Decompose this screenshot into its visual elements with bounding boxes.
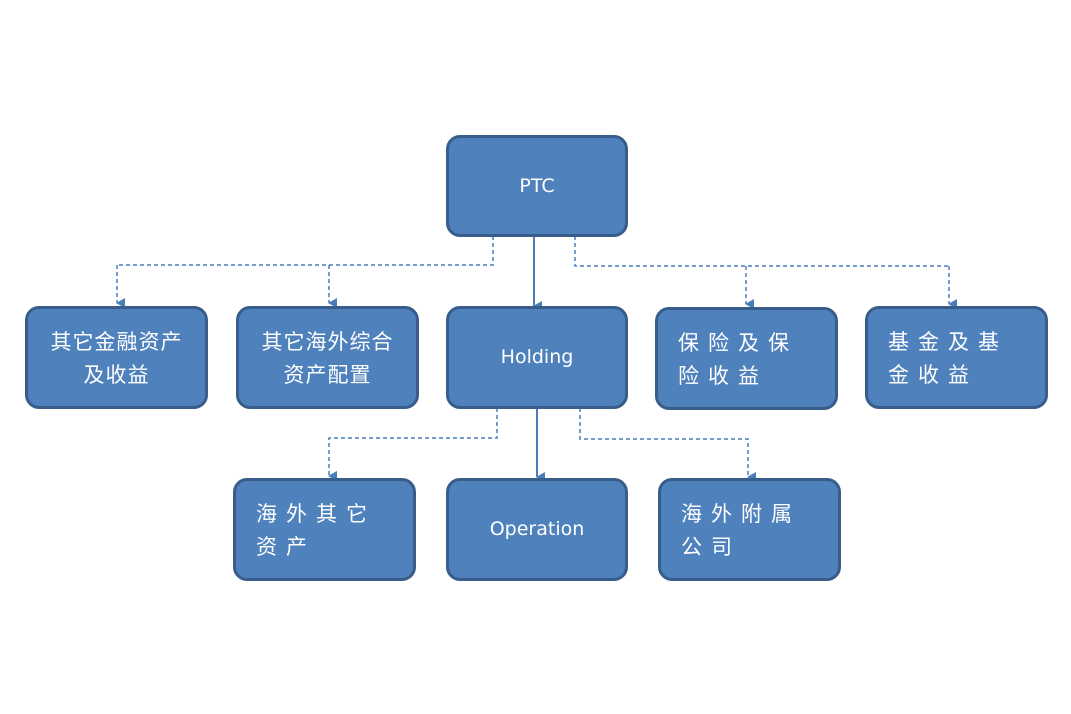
node-fund: 基金及基金收益 [865, 306, 1048, 409]
node-fund-label: 基金及基金收益 [888, 330, 1008, 387]
node-overseas-other-assets: 海外其它资产 [233, 478, 416, 581]
node-operation: Operation [446, 478, 628, 581]
node-insurance: 保险及保险收益 [655, 307, 838, 410]
node-other-financial-assets-label: 其它金融资产及收益 [50, 330, 183, 387]
node-other-financial-assets: 其它金融资产及收益 [25, 306, 208, 409]
connector-holding-overseas-other [328, 408, 498, 481]
node-overseas-other-assets-label: 海外其它资产 [256, 502, 376, 559]
connector-ptc-left-trunk [117, 236, 494, 266]
node-other-overseas-allocation: 其它海外综合资产配置 [236, 306, 419, 409]
node-overseas-subsidiary: 海外附属公司 [658, 478, 841, 581]
node-operation-label: Operation [489, 518, 585, 540]
node-ptc-label: PTC [519, 174, 555, 197]
connector-holding-overseas-subsidiary [579, 408, 756, 482]
node-insurance-label: 保险及保险收益 [678, 331, 798, 388]
node-ptc: PTC [446, 135, 628, 237]
node-holding: Holding [446, 306, 628, 409]
node-overseas-subsidiary-label: 海外附属公司 [681, 502, 801, 559]
node-holding-label: Holding [500, 346, 574, 368]
node-other-overseas-allocation-label: 其它海外综合资产配置 [261, 330, 394, 387]
connector-ptc-right-trunk [574, 236, 949, 267]
